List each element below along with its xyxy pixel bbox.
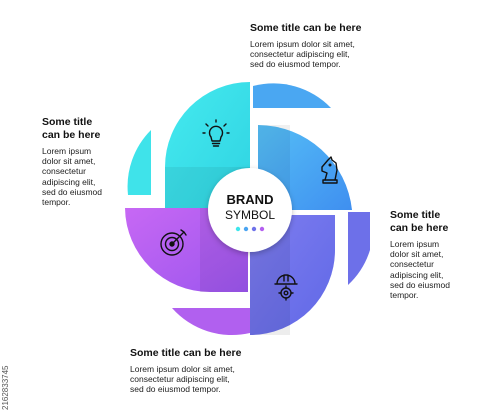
hard-hat-gear-icon xyxy=(274,274,298,301)
step-bottom-body: Lorem ipsum dolor sit amet, consectetur … xyxy=(130,364,235,395)
step-right-text: Some title can be here Lorem ipsum dolor… xyxy=(390,209,470,300)
symbol-label: SYMBOL xyxy=(225,208,275,222)
dot-blue xyxy=(243,226,249,232)
chess-knight-icon xyxy=(321,156,338,184)
step-left-title: Some title can be here xyxy=(42,116,101,141)
step-top-body: Lorem ipsum dolor sit amet, consectetur … xyxy=(250,39,355,70)
dot-cyan xyxy=(235,226,241,232)
step-left-text: Some title can be here Lorem ipsum dolor… xyxy=(42,116,122,207)
purple-small-piece xyxy=(172,308,250,336)
blue-small-piece xyxy=(253,83,331,108)
dot-purple xyxy=(259,226,265,232)
step-right-title: Some title can be here xyxy=(390,209,449,234)
step-left-body: Lorem ipsum dolor sit amet, consectetur … xyxy=(42,146,103,208)
lightbulb-icon xyxy=(202,119,230,147)
target-arrow-icon xyxy=(160,229,187,256)
indigo-small-piece xyxy=(348,212,370,285)
brand-circle xyxy=(208,168,292,252)
step-top-title: Some title can be here xyxy=(250,22,362,34)
step-right-body: Lorem ipsum dolor sit amet, consectetur … xyxy=(390,239,451,301)
step-top-text: Some title can be here Lorem ipsum dolor… xyxy=(250,22,450,70)
cyan-small-piece xyxy=(127,130,151,195)
step-bottom-title: Some title can be here xyxy=(130,347,242,359)
step-bottom-text: Some title can be here Lorem ipsum dolor… xyxy=(130,347,330,395)
brand-label: BRAND xyxy=(227,192,274,207)
dot-indigo xyxy=(251,226,257,232)
stock-id-watermark: 2162833745 xyxy=(1,365,10,411)
